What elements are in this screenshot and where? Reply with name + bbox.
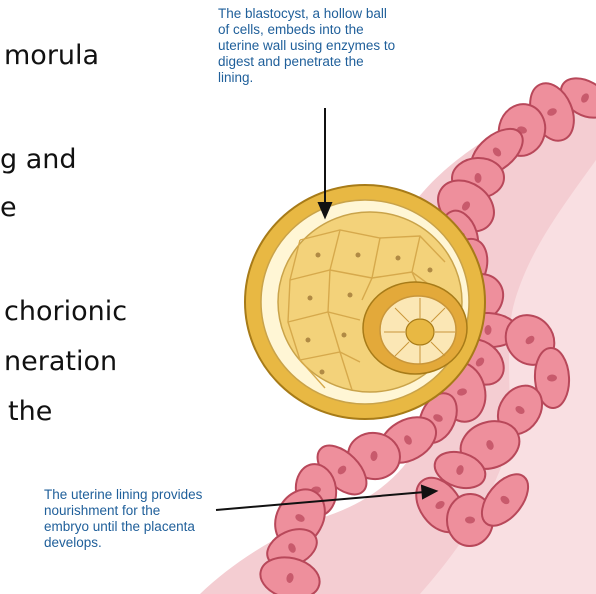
cell-nucleus [404,435,412,445]
inner-cell-mass [362,281,468,375]
cell-nucleus [475,357,485,367]
blastocoel-cells [287,229,451,391]
cell-nucleus [581,93,589,103]
cell-nucleus [492,147,502,157]
cell-nucleus [337,465,347,475]
cell-nucleus [288,543,296,553]
cell-nucleus [465,516,475,524]
blastocyst-callout: The blastocyst, a hollow ball of cells, … [218,6,458,86]
callout-arrows [215,108,439,511]
slide-text-line-2: g and [0,144,77,175]
cell-nucleus [370,451,378,461]
cell-nucleus [525,335,535,345]
callout-line: of cells, embeds into the [218,22,364,37]
callout-line: The blastocyst, a hollow ball [218,6,387,21]
cell-nucleus [295,514,305,522]
cell-nucleus [456,465,464,475]
cell-nucleus [474,173,482,183]
callout-line: embryo until the placenta [44,519,195,534]
callout-line: uterine wall using enzymes to [218,38,396,53]
blastocyst [244,184,486,420]
cell-nucleus [486,440,494,450]
cell-nucleus [547,108,557,116]
cell-nucleus [461,201,471,211]
slide-text-line-4: chorionic [4,296,128,327]
callout-line: lining. [218,70,254,85]
uterine-lining-callout: The uterine lining provides nourishment … [44,487,254,551]
cell-nucleus [286,573,294,583]
callout-line: The uterine lining provides [44,487,203,502]
cell-nucleus [500,495,510,505]
cell-nucleus [433,414,443,422]
slide-text-line-5: neration [4,346,118,377]
slide-text-line-1: morula [4,40,100,71]
slide-text-line-3: e [0,192,17,223]
slide-text-line-6: the [8,396,53,427]
cell-nucleus [484,325,492,335]
cell-nucleus [457,388,467,396]
uterine-stroma-light [420,160,596,594]
callout-line: nourishment for the [44,503,161,518]
cell-nucleus [547,374,557,382]
callout-line: digest and penetrate the [218,54,364,69]
callout-line: develops. [44,535,102,550]
cell-nucleus [515,405,525,415]
cell-nucleus [435,500,445,510]
